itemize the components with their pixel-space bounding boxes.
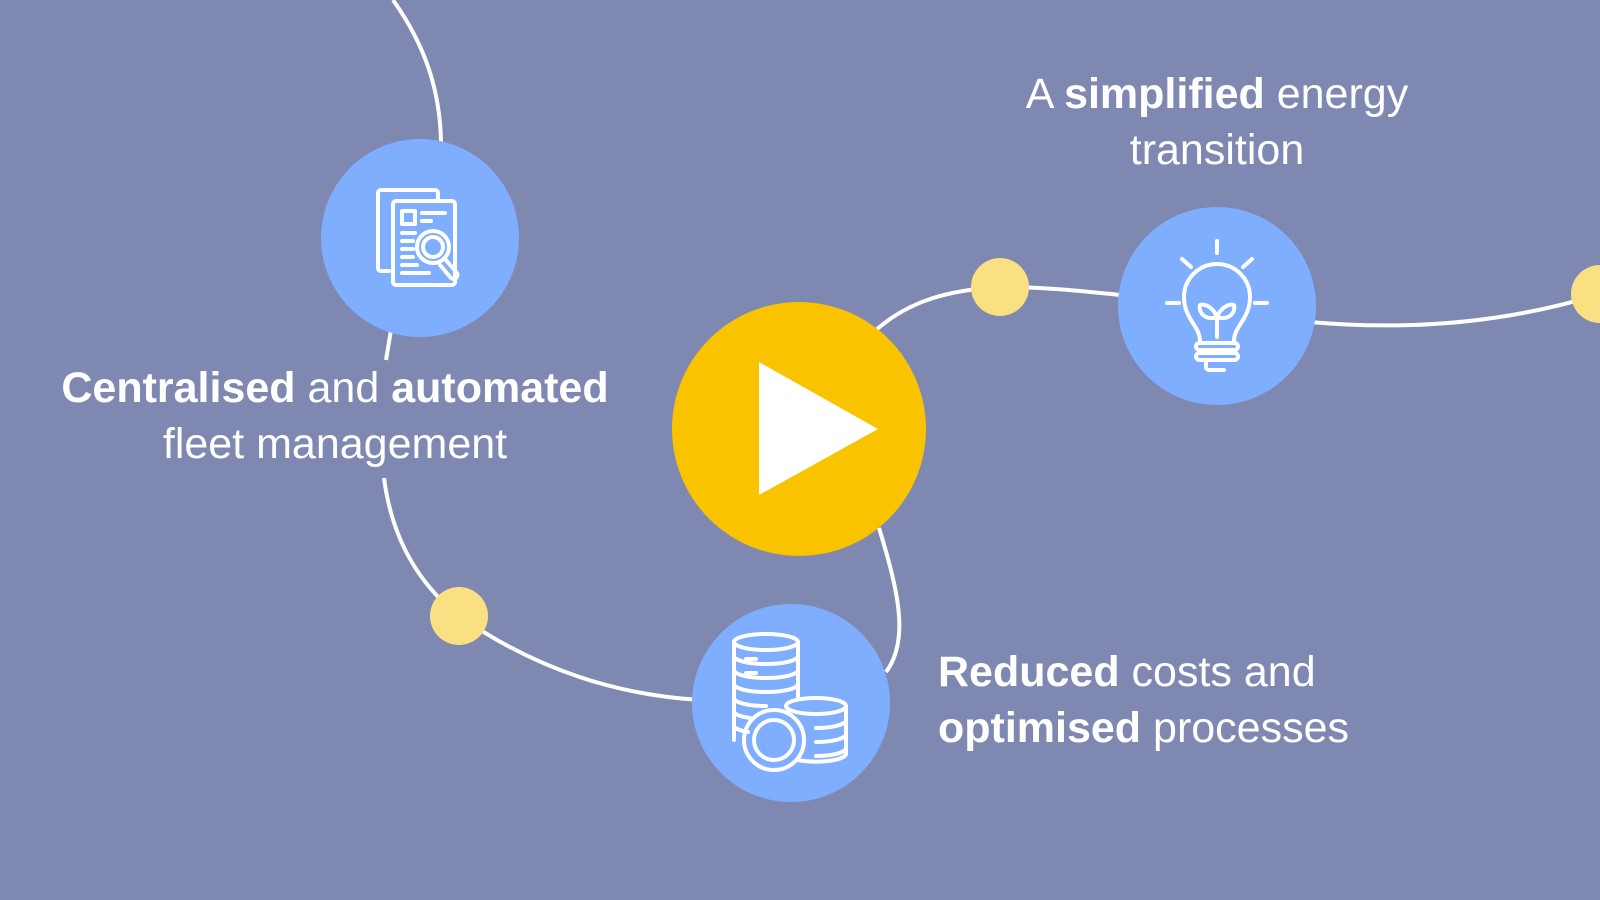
- caption-energy-transition: A simplified energy transition: [917, 66, 1517, 178]
- play-icon: [759, 362, 878, 495]
- timeline-dot: [430, 587, 488, 645]
- caption-text: fleet management: [162, 420, 508, 468]
- caption-text: and: [295, 364, 392, 412]
- caption-bold: automated: [391, 364, 609, 412]
- caption-text: A: [1025, 70, 1065, 118]
- caption-bold: Reduced: [938, 648, 1120, 696]
- document-search-icon: [376, 188, 460, 287]
- timeline-dot: [1571, 265, 1600, 323]
- coins-circle: [692, 604, 890, 802]
- caption-text: processes: [1141, 704, 1350, 752]
- eco-lightbulb-icon: [1165, 239, 1269, 372]
- caption-fleet-management: Centralised and automated fleet manageme…: [20, 360, 650, 472]
- caption-bold: optimised: [938, 704, 1142, 752]
- timeline-dot: [971, 258, 1029, 316]
- caption-reduced-costs: Reduced costs and optimised processes: [938, 644, 1349, 756]
- caption-text: transition: [1129, 126, 1305, 174]
- caption-text: costs and: [1119, 648, 1316, 696]
- lightbulb-circle: [1118, 207, 1316, 405]
- document-search-circle: [321, 139, 519, 337]
- caption-bold: simplified: [1064, 70, 1265, 118]
- coins-icon: [732, 632, 848, 772]
- caption-text: energy: [1264, 70, 1409, 118]
- play-button[interactable]: [672, 302, 926, 556]
- caption-bold: Centralised: [61, 364, 296, 412]
